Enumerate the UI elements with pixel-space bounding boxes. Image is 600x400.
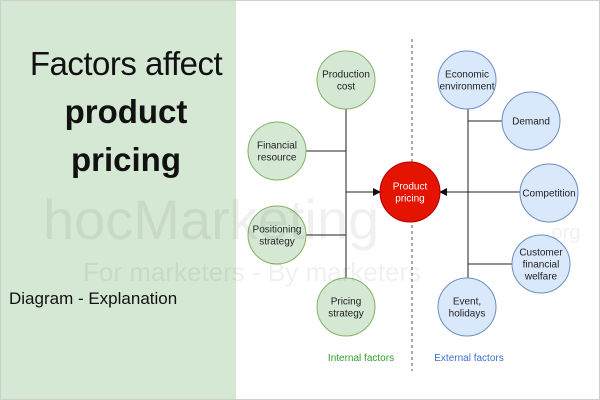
- external-factor-competition: Competition: [519, 163, 579, 223]
- title-line-2: product: [64, 93, 188, 130]
- internal-factors-label: Internal factors: [328, 353, 394, 364]
- title-line-1: Factors affect: [29, 45, 223, 82]
- internal-factor-production-cost-label: cost: [337, 82, 356, 93]
- external-factor-economic-environment-circle: [437, 50, 497, 110]
- internal-factor-positioning-strategy-label: strategy: [259, 237, 295, 248]
- external-factors-label: External factors: [434, 353, 503, 364]
- internal-factor-pricing-strategy-label: Pricing: [331, 297, 362, 308]
- external-factor-competition-circle: [519, 163, 579, 223]
- internal-factor-pricing-strategy-label: strategy: [328, 309, 364, 320]
- diagram-nodes: ProductioncostFinancialresourcePositioni…: [247, 50, 579, 337]
- internal-factor-financial-resource-label: resource: [258, 153, 297, 164]
- product-pricing-node-label: pricing: [395, 194, 424, 205]
- external-factor-economic-environment-label: Economic: [445, 70, 489, 81]
- external-factor-economic-environment-label: environment: [439, 82, 494, 93]
- internal-factor-positioning-strategy-label: Positioning: [253, 225, 302, 236]
- title-panel: Factors affect product pricing Diagram -…: [1, 1, 236, 399]
- product-pricing-node-circle: [379, 161, 441, 223]
- external-factor-event-holidays-label: holidays: [449, 309, 486, 320]
- external-factor-event-holidays: Event,holidays: [437, 277, 497, 337]
- internal-factor-pricing-strategy-circle: [316, 277, 376, 337]
- internal-factor-financial-resource-circle: [247, 121, 307, 181]
- subtitle: Diagram - Explanation: [9, 289, 178, 308]
- external-factor-customer-financial-welfare-label: welfare: [524, 272, 558, 283]
- product-pricing-node-label: Product: [393, 182, 428, 193]
- external-factor-customer-financial-welfare-label: Customer: [519, 248, 563, 259]
- internal-factor-financial-resource-label: Financial: [257, 141, 297, 152]
- internal-factor-production-cost-circle: [316, 50, 376, 110]
- external-factor-demand-label: Demand: [512, 117, 550, 128]
- internal-factor-positioning-strategy-circle: [247, 205, 307, 265]
- external-factor-demand: Demand: [501, 91, 561, 151]
- external-factor-customer-financial-welfare-circle: [511, 234, 571, 294]
- external-factor-demand-circle: [501, 91, 561, 151]
- title-line-3: pricing: [70, 141, 181, 178]
- external-factor-event-holidays-circle: [437, 277, 497, 337]
- external-factor-event-holidays-label: Event,: [453, 297, 481, 308]
- external-factor-customer-financial-welfare-label: financial: [523, 260, 560, 271]
- external-factor-competition-label: Competition: [522, 189, 575, 200]
- internal-factor-production-cost-label: Production: [322, 70, 370, 81]
- connector-lines: [306, 39, 520, 371]
